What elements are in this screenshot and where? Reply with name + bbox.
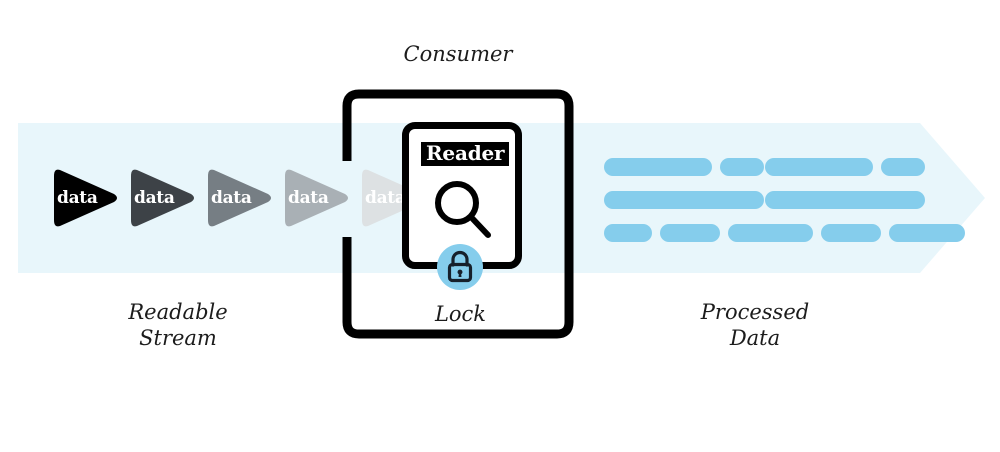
data-token-2: data — [127, 166, 197, 230]
processed-data-group-1 — [604, 158, 804, 242]
consumer-boundary — [342, 89, 574, 339]
processed-data-group-2 — [765, 158, 965, 242]
processed-bar — [604, 191, 764, 209]
processed-bar — [889, 224, 965, 242]
reader-label: Reader — [421, 142, 510, 166]
data-token-label: data — [57, 188, 98, 208]
processed-bar — [765, 158, 873, 176]
processed-bar — [604, 224, 652, 242]
lock-caption: Lock — [434, 302, 487, 326]
lock-icon — [437, 244, 483, 290]
magnifier-icon — [432, 178, 494, 240]
data-token-1: data — [50, 166, 120, 230]
readable-stream-caption: Readable Stream — [128, 300, 228, 350]
processed-bar — [765, 224, 813, 242]
data-token-label: data — [211, 188, 252, 208]
processed-bar — [821, 224, 881, 242]
processed-bar — [660, 224, 720, 242]
processed-data-caption: Processed Data — [700, 300, 810, 350]
data-token-label: data — [365, 188, 406, 208]
data-token-label: data — [288, 188, 329, 208]
processed-bar — [765, 191, 925, 209]
data-token-label: data — [134, 188, 175, 208]
consumer-caption: Consumer — [403, 42, 513, 66]
processed-bar — [881, 158, 925, 176]
data-token-4: data — [281, 166, 351, 230]
data-token-3: data — [204, 166, 274, 230]
data-token-5: data — [358, 166, 428, 230]
processed-bar — [604, 158, 712, 176]
processed-bar — [720, 158, 764, 176]
